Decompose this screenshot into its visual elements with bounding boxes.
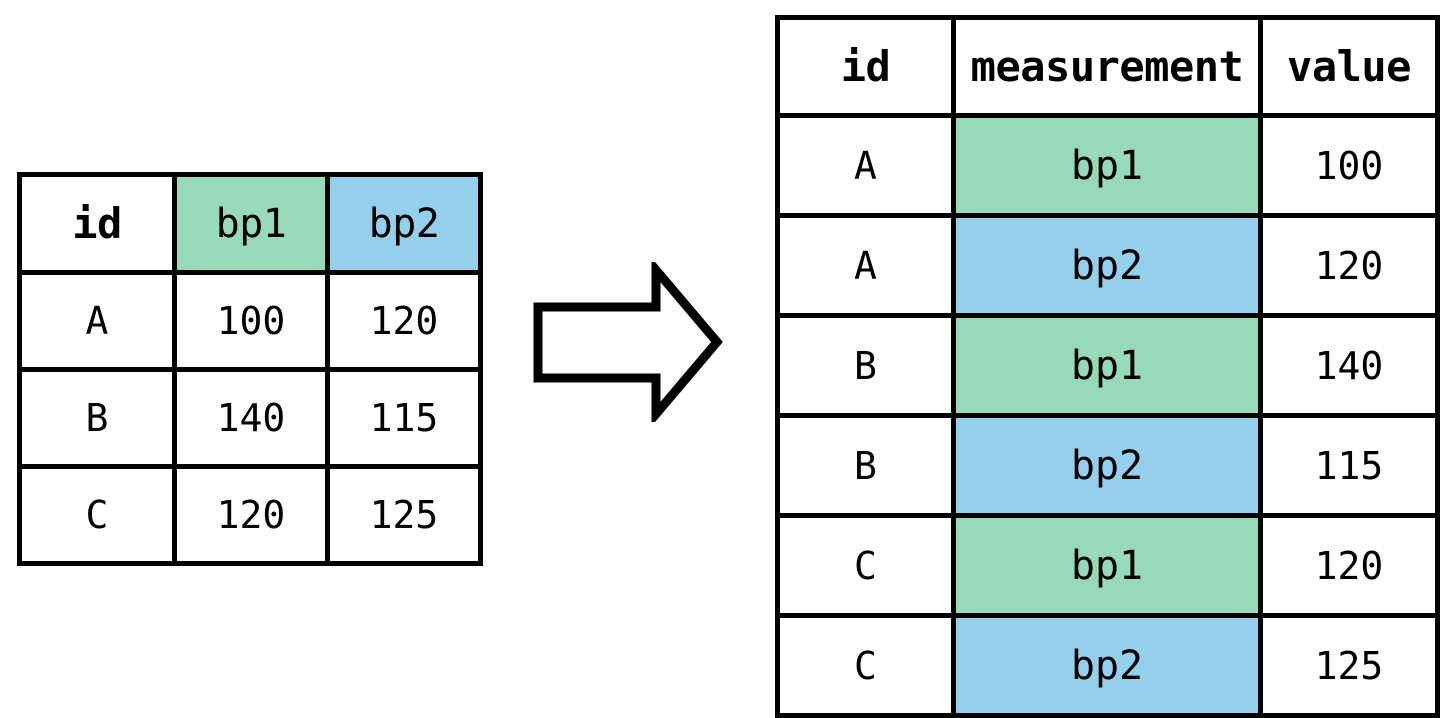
- diagram-canvas: id bp1 bp2 A 100 120 B 140 115 C 120 125: [17, 15, 1440, 718]
- long-cell-value: 125: [1258, 613, 1440, 718]
- table-row: C bp2 125: [775, 613, 1440, 718]
- wide-header-id: id: [17, 172, 177, 275]
- long-header-row: id measurement value: [775, 15, 1440, 118]
- wide-cell-bp2: 125: [325, 464, 483, 566]
- long-header-value: value: [1258, 15, 1440, 118]
- long-format-table: id measurement value A bp1 100 A bp2 120…: [775, 15, 1440, 718]
- arrow-shape: [533, 262, 723, 422]
- long-cell-id: C: [775, 613, 956, 718]
- long-cell-value: 120: [1258, 513, 1440, 618]
- table-row: A 100 120: [17, 270, 483, 372]
- table-row: A bp2 120: [775, 213, 1440, 318]
- wide-format-table: id bp1 bp2 A 100 120 B 140 115 C 120 125: [17, 172, 483, 566]
- long-cell-value: 120: [1258, 213, 1440, 318]
- wide-cell-bp1: 100: [172, 270, 330, 372]
- long-cell-id: B: [775, 313, 956, 418]
- long-cell-value: 115: [1258, 413, 1440, 518]
- table-row: C 120 125: [17, 464, 483, 566]
- long-cell-id: B: [775, 413, 956, 518]
- long-cell-measurement: bp1: [951, 313, 1263, 418]
- wide-cell-bp2: 115: [325, 367, 483, 469]
- table-row: B 140 115: [17, 367, 483, 469]
- long-header-measurement: measurement: [951, 15, 1263, 118]
- wide-cell-bp1: 140: [172, 367, 330, 469]
- long-cell-measurement: bp1: [951, 113, 1263, 218]
- long-cell-measurement: bp1: [951, 513, 1263, 618]
- table-row: B bp2 115: [775, 413, 1440, 518]
- table-row: C bp1 120: [775, 513, 1440, 618]
- wide-header-row: id bp1 bp2: [17, 172, 483, 275]
- long-header-id: id: [775, 15, 956, 118]
- table-row: B bp1 140: [775, 313, 1440, 418]
- wide-cell-bp2: 120: [325, 270, 483, 372]
- long-cell-measurement: bp2: [951, 213, 1263, 318]
- wide-header-bp1: bp1: [172, 172, 330, 275]
- long-cell-id: A: [775, 113, 956, 218]
- right-arrow-icon: [530, 262, 725, 422]
- wide-cell-id: B: [17, 367, 177, 469]
- long-cell-id: A: [775, 213, 956, 318]
- long-cell-measurement: bp2: [951, 413, 1263, 518]
- wide-cell-id: A: [17, 270, 177, 372]
- long-cell-id: C: [775, 513, 956, 618]
- table-row: A bp1 100: [775, 113, 1440, 218]
- wide-cell-bp1: 120: [172, 464, 330, 566]
- wide-header-bp2: bp2: [325, 172, 483, 275]
- long-cell-value: 100: [1258, 113, 1440, 218]
- long-cell-value: 140: [1258, 313, 1440, 418]
- long-cell-measurement: bp2: [951, 613, 1263, 718]
- wide-cell-id: C: [17, 464, 177, 566]
